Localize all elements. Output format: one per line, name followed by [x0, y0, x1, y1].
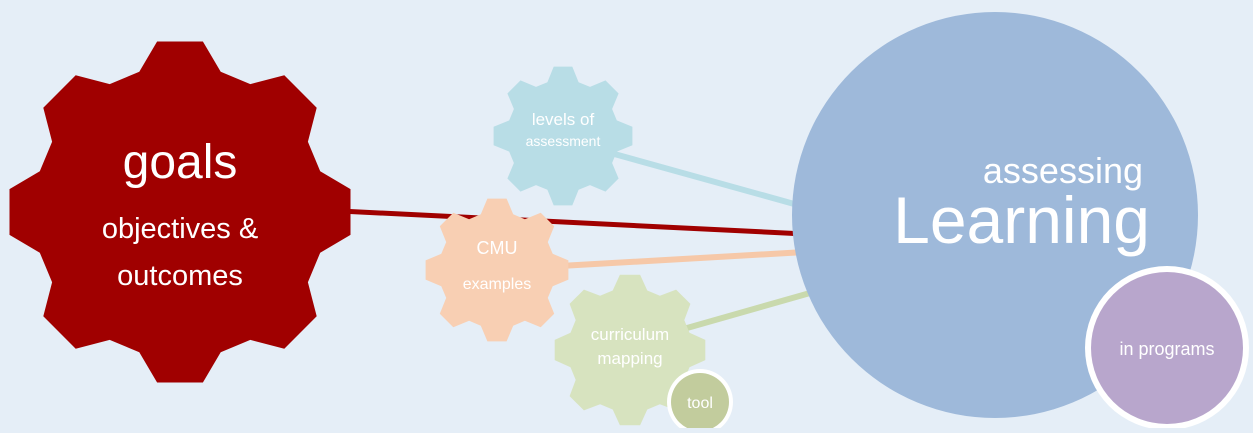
programs-circle-shape: [1091, 272, 1243, 424]
levels-gear-shape: [493, 66, 633, 206]
goals-gear-shape: [9, 41, 351, 383]
tool-badge[interactable]: tool: [667, 369, 733, 433]
goals-connector-line: [317, 207, 808, 237]
curriculum-line1-text: curriculum: [591, 325, 669, 344]
tool-badge-circle: [671, 373, 729, 431]
programs-label: in programs: [1119, 339, 1214, 359]
levels-of-assessment-gear[interactable]: levels of assessment: [493, 66, 633, 206]
levels-line2-text: assessment: [526, 133, 601, 149]
cmu-connector-line: [557, 249, 808, 269]
in-programs-circle[interactable]: in programs: [1085, 266, 1249, 430]
cmu-examples-gear[interactable]: CMU examples: [425, 198, 569, 342]
curriculum-gear-shape: [554, 274, 706, 426]
levels-line1-text: levels of: [532, 110, 595, 129]
tool-label: tool: [687, 395, 713, 412]
connector-lines: [317, 147, 813, 333]
levels-connector-line: [597, 147, 808, 210]
goals-title: goals: [123, 136, 238, 189]
curriculum-mapping-gear[interactable]: curriculum mapping: [554, 274, 706, 426]
goals-outcomes-text: outcomes: [117, 260, 243, 292]
goals-objectives-text: objectives &: [102, 213, 258, 245]
cmu-line2-text: examples: [463, 276, 531, 293]
cmu-gear-shape: [425, 198, 569, 342]
learning-subtitle: assessing: [983, 150, 1143, 191]
learning-title: Learning: [893, 183, 1150, 257]
curriculum-connector-line: [677, 290, 813, 333]
curriculum-line2-text: mapping: [597, 349, 662, 368]
goals-gear[interactable]: goals objectives & outcomes: [9, 41, 351, 383]
cmu-line1-text: CMU: [477, 238, 518, 258]
